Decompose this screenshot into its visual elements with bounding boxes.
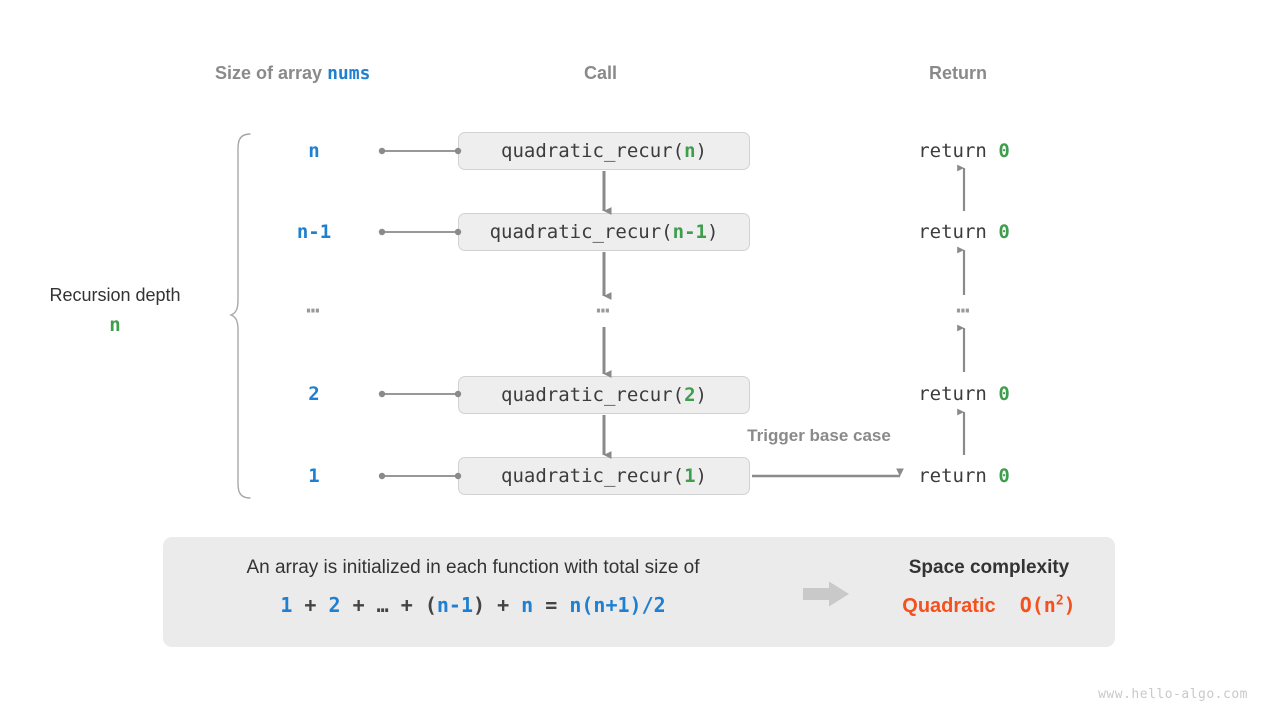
column-header-return: Return (929, 63, 987, 83)
return-keyword-3: return (918, 383, 999, 405)
return-label-row-0: return 0 (918, 140, 1010, 162)
recursion-depth-value: n (109, 314, 121, 336)
formula-op-4: + (485, 593, 522, 617)
call-box-arg-3: 2 (684, 384, 696, 406)
formula-op-3: + (388, 593, 425, 617)
call-box-fn-4: quadratic_recur( (501, 465, 685, 487)
complexity-word: Quadratic (902, 595, 996, 617)
recursion-depth-title: Recursion depth (49, 285, 181, 305)
call-box-row-4[interactable]: quadratic_recur(1) (458, 457, 750, 495)
formula-term-n: n (521, 593, 534, 617)
return-value-4: 0 (998, 465, 1010, 487)
call-box-fn-3: quadratic_recur( (501, 384, 685, 406)
summary-formula: 1 + 2 + … + (n-1) + n = n(n+1)/2 (163, 593, 783, 617)
space-complexity-result: Quadratic O(n2) (863, 593, 1115, 618)
size-connector-row-4 (378, 472, 462, 480)
complexity-notation: O(n (1019, 593, 1056, 617)
formula-ellipsis: … (376, 593, 389, 617)
size-connector-row-1 (378, 228, 462, 236)
call-box-row-3[interactable]: quadratic_recur(2) (458, 376, 750, 414)
formula-term-2: 2 (328, 593, 341, 617)
call-box-row-0[interactable]: quadratic_recur(n) (458, 132, 750, 170)
complexity-exponent: 2 (1055, 593, 1064, 609)
call-column-ellipsis: ⋯ (596, 298, 612, 324)
recursion-depth-label: Recursion depth n (49, 285, 180, 336)
formula-op-2: + (340, 593, 377, 617)
formula-result: n(n+1)/2 (569, 593, 666, 617)
size-value-row-0: n (308, 140, 320, 162)
return-value-0: 0 (998, 140, 1010, 162)
column-header-size-text: Size of array (215, 63, 328, 83)
formula-paren-open: ( (424, 593, 437, 617)
return-label-row-3: return 0 (918, 383, 1010, 405)
call-box-arg-4: 1 (684, 465, 696, 487)
call-box-fn-1: quadratic_recur( (489, 221, 673, 243)
recursion-depth-brace (229, 133, 251, 499)
call-box-close-1: ) (706, 221, 719, 243)
size-value-row-4: 1 (308, 465, 320, 487)
space-complexity-title: Space complexity (908, 557, 1070, 578)
call-box-close-0: ) (695, 140, 707, 162)
size-value-row-3: 2 (308, 383, 320, 405)
return-value-1: 0 (998, 221, 1010, 243)
size-value-ellipsis: ⋯ (306, 298, 322, 324)
nums-label: nums (327, 63, 371, 84)
return-keyword-0: return (918, 140, 999, 162)
return-label-row-4: return 0 (918, 465, 1010, 487)
call-box-close-4: ) (695, 465, 707, 487)
size-value-row-1: n-1 (296, 221, 332, 243)
formula-equals: = (533, 593, 570, 617)
formula-term-1: 1 (280, 593, 293, 617)
summary-panel: An array is initialized in each function… (163, 537, 1115, 647)
watermark: www.hello-algo.com (1098, 687, 1248, 702)
column-header-call: Call (584, 63, 618, 83)
summary-left: An array is initialized in each function… (163, 557, 783, 617)
return-value-3: 0 (998, 383, 1010, 405)
call-box-fn-0: quadratic_recur( (501, 140, 685, 162)
complexity-notation-close: ) (1063, 593, 1076, 617)
call-box-row-1[interactable]: quadratic_recur(n-1) (458, 213, 750, 251)
call-box-arg-1: n-1 (672, 221, 707, 243)
call-box-close-3: ) (695, 384, 707, 406)
size-connector-row-3 (378, 390, 462, 398)
formula-term-n-minus-1: n-1 (436, 593, 473, 617)
return-label-row-1: return 0 (918, 221, 1010, 243)
return-column-ellipsis: ⋯ (956, 298, 972, 324)
return-keyword-1: return (918, 221, 999, 243)
size-connector-row-0 (378, 147, 462, 155)
return-keyword-4: return (918, 465, 999, 487)
right-arrow-icon (803, 581, 849, 607)
summary-right: Space complexity Quadratic O(n2) (863, 557, 1115, 618)
summary-sentence: An array is initialized in each function… (246, 557, 700, 578)
formula-op-1: + (292, 593, 329, 617)
trigger-base-case-label: Trigger base case (747, 426, 891, 445)
call-box-arg-0: n (684, 140, 696, 162)
column-header-size: Size of array nums (215, 63, 370, 84)
formula-paren-close: ) (473, 593, 486, 617)
